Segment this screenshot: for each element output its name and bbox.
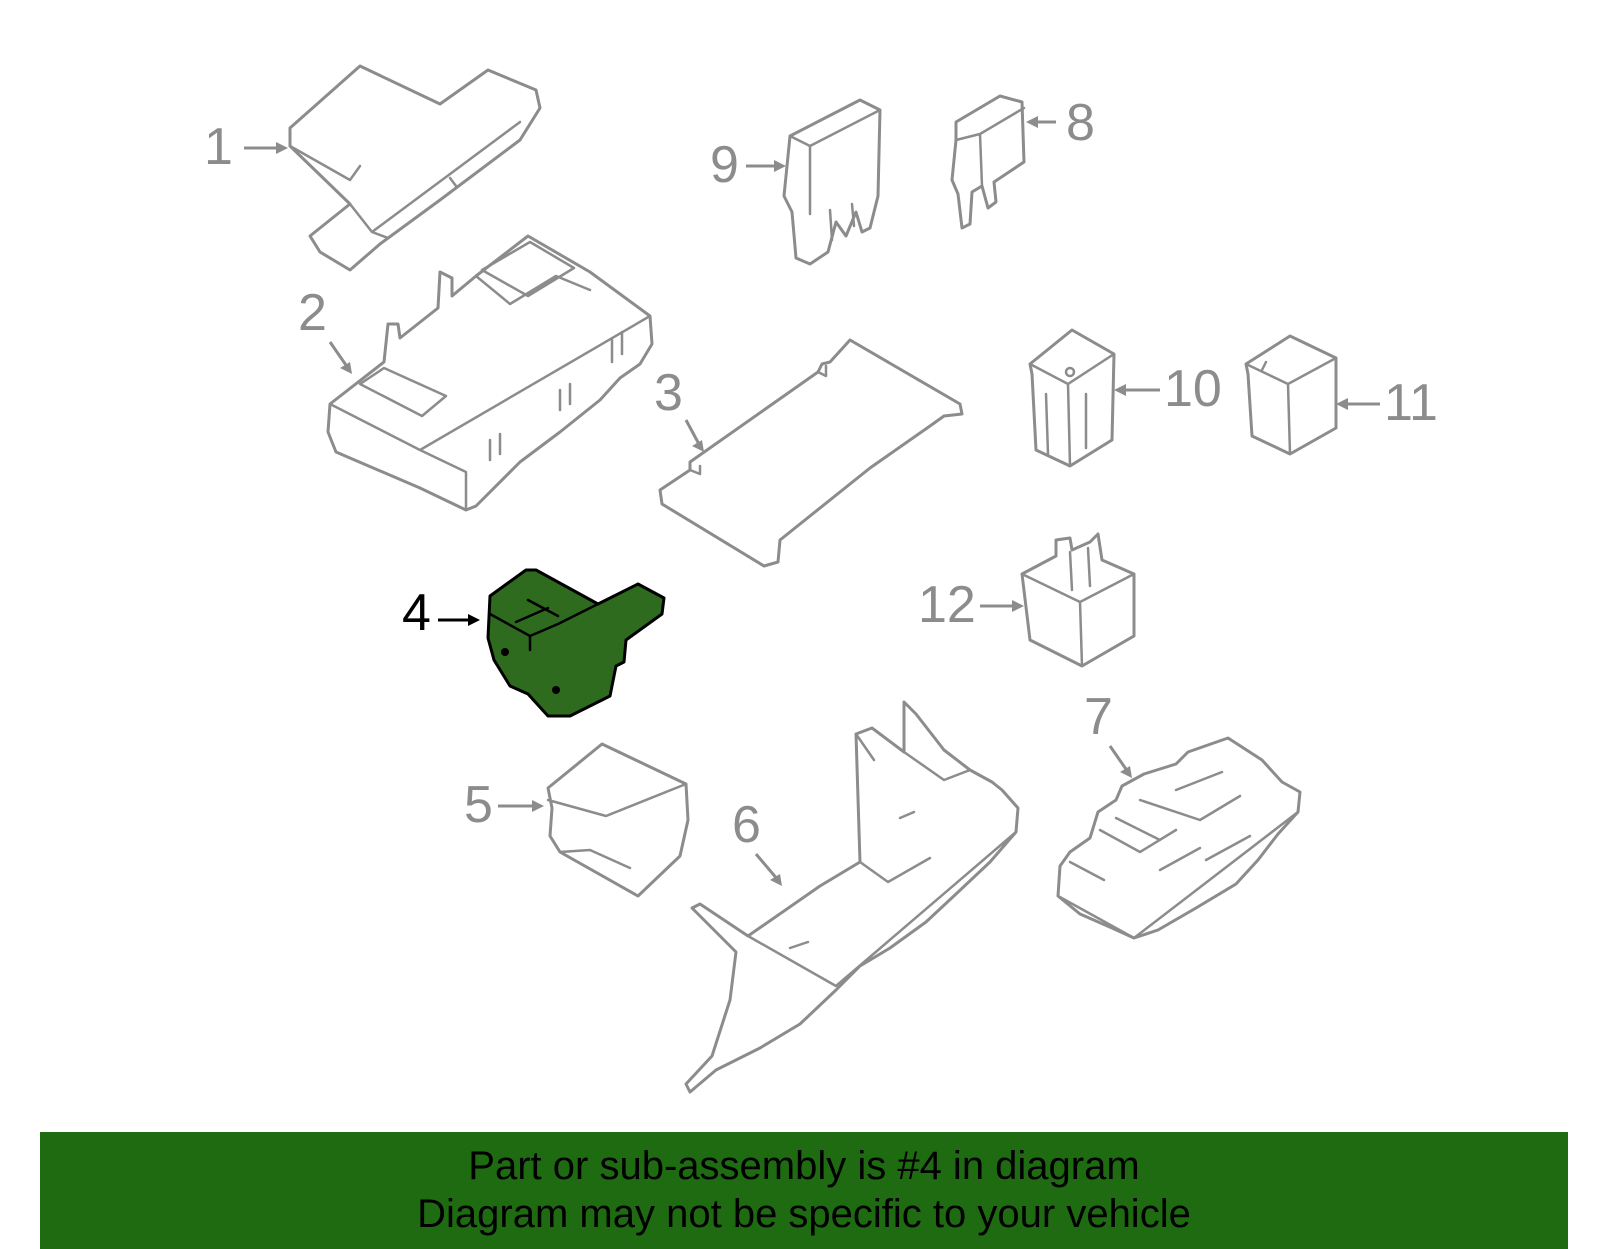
leader-arrow-5 xyxy=(532,800,544,812)
callout-10: 10 xyxy=(1164,360,1222,418)
banner-line-part: Part or sub-assembly is #4 in diagram xyxy=(468,1144,1140,1188)
part-11-fuse xyxy=(1244,334,1338,456)
part-4-highlighted xyxy=(486,568,666,718)
callout-12: 12 xyxy=(918,576,976,634)
leader-arrow-4 xyxy=(468,614,480,626)
part-4-hole-bottom xyxy=(552,686,560,694)
callout-5: 5 xyxy=(464,776,493,834)
part-1-cover xyxy=(288,64,542,272)
callout-9: 9 xyxy=(710,136,739,194)
leader-arrow-10 xyxy=(1114,384,1126,396)
info-banner: Part or sub-assembly is #4 in diagram Di… xyxy=(40,1132,1568,1249)
leader-arrow-8 xyxy=(1026,116,1038,128)
callout-2: 2 xyxy=(298,284,327,342)
callout-1: 1 xyxy=(204,118,233,176)
banner-line-disclaimer: Diagram may not be specific to your vehi… xyxy=(417,1192,1191,1236)
callout-8: 8 xyxy=(1066,94,1095,152)
leader-arrow-9 xyxy=(774,160,786,172)
leader-arrow-3 xyxy=(692,440,704,452)
part-6-tray xyxy=(684,700,1020,1094)
leader-line-3 xyxy=(684,419,702,447)
part-9-fuse xyxy=(782,98,882,266)
callout-11: 11 xyxy=(1384,374,1438,432)
part-4-hole-top xyxy=(501,648,509,656)
part-2-relay-box xyxy=(326,234,654,512)
callout-3: 3 xyxy=(654,364,683,422)
part-7-junction-block xyxy=(1056,736,1302,940)
leader-arrow-6 xyxy=(770,874,782,886)
leader-arrow-12 xyxy=(1012,600,1024,612)
part-3-plate xyxy=(658,338,964,568)
part-12-relay xyxy=(1020,532,1136,668)
callout-7: 7 xyxy=(1084,688,1113,746)
callout-6: 6 xyxy=(732,796,761,854)
leader-arrow-1 xyxy=(276,142,288,154)
part-8-fuse xyxy=(950,94,1026,230)
part-10-fuse xyxy=(1028,328,1116,468)
leader-line-7 xyxy=(1108,745,1130,773)
part-5-cover xyxy=(546,742,690,898)
part-10-dot xyxy=(1064,366,1076,378)
leader-arrow-2 xyxy=(340,362,352,374)
leader-line-2 xyxy=(328,341,350,369)
leader-arrow-7 xyxy=(1120,766,1132,778)
callout-4: 4 xyxy=(402,584,431,642)
leader-arrow-11 xyxy=(1336,398,1348,410)
leader-line-6 xyxy=(754,853,780,881)
parts-diagram: 1 2 3 4 5 6 7 xyxy=(204,64,1438,1094)
